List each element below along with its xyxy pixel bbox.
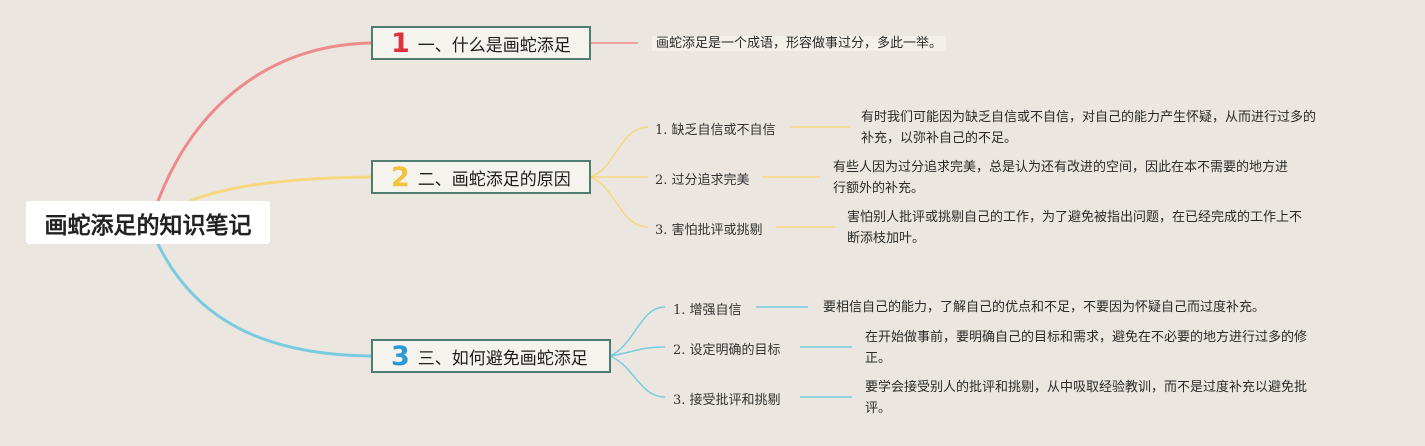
sub-topic-description: 有些人因为过分追求完美，总是认为还有改进的空间，因此在本不需要的地方进 行额外的… bbox=[833, 160, 1289, 196]
topic-label: 三、如何避免画蛇添足 bbox=[417, 348, 588, 369]
sub-topic-perfectionism[interactable]: 2. 过分追求完美 bbox=[655, 173, 750, 188]
topic3-sub1-line bbox=[609, 306, 666, 357]
topic1-description: 画蛇添足是一个成语，形容做事过分，多此一举。 bbox=[652, 33, 947, 54]
sub-topic-description: 害怕别人批评或挑剔自己的工作，为了避免被指出问题，在已经完成的工作上不 断添枝加… bbox=[847, 210, 1303, 246]
number-badge-3: 3 bbox=[391, 340, 410, 372]
topic-label: 一、什么是画蛇添足 bbox=[417, 35, 571, 56]
sub-topic-description: 在开始做事前，要明确自己的目标和需求，避免在不必要的地方进行过多的修 正。 bbox=[865, 330, 1308, 366]
branch-line-1 bbox=[156, 41, 372, 202]
sub-topic-description: 有时我们可能因为缺乏自信或不自信，对自己的能力产生怀疑，从而进行过多的 补充，以… bbox=[861, 110, 1317, 146]
branch-line-3 bbox=[156, 243, 372, 358]
root-title: 画蛇添足的知识笔记 bbox=[44, 212, 252, 239]
sub-topic-fear-criticism[interactable]: 3. 害怕批评或挑剔 bbox=[655, 223, 763, 238]
topic-label: 二、画蛇添足的原因 bbox=[417, 169, 571, 190]
sub-topic-accept-criticism[interactable]: 3. 接受批评和挑剔 bbox=[673, 393, 781, 408]
branch-line-2 bbox=[189, 175, 372, 203]
topic-how-to-avoid[interactable]: 3 三、如何避免画蛇添足 bbox=[371, 339, 611, 373]
topic3-sub3-line bbox=[609, 355, 666, 398]
topic-causes[interactable]: 2 二、画蛇添足的原因 bbox=[371, 160, 591, 194]
number-badge-2: 2 bbox=[391, 161, 410, 193]
sub-topic-build-confidence[interactable]: 1. 增强自信 bbox=[673, 303, 742, 318]
topic2-sub3-line bbox=[589, 176, 649, 228]
sub-topic-set-goals[interactable]: 2. 设定明确的目标 bbox=[673, 343, 781, 358]
topic2-sub1-line bbox=[589, 126, 649, 178]
sub-topic-description: 要学会接受别人的批评和挑剔，从中吸取经验教训，而不是过度补充以避免批 评。 bbox=[865, 380, 1308, 416]
root-topic[interactable]: 画蛇添足的知识笔记 bbox=[26, 201, 270, 244]
sub-topic-description: 要相信自己的能力，了解自己的优点和不足，不要因为怀疑自己而过度补充。 bbox=[823, 300, 1266, 315]
sub-topic-lack-confidence[interactable]: 1. 缺乏自信或不自信 bbox=[655, 123, 776, 138]
topic3-sub2-line bbox=[609, 346, 666, 357]
number-badge-1: 1 bbox=[391, 27, 410, 59]
topic-what-is[interactable]: 1 一、什么是画蛇添足 bbox=[371, 26, 591, 60]
